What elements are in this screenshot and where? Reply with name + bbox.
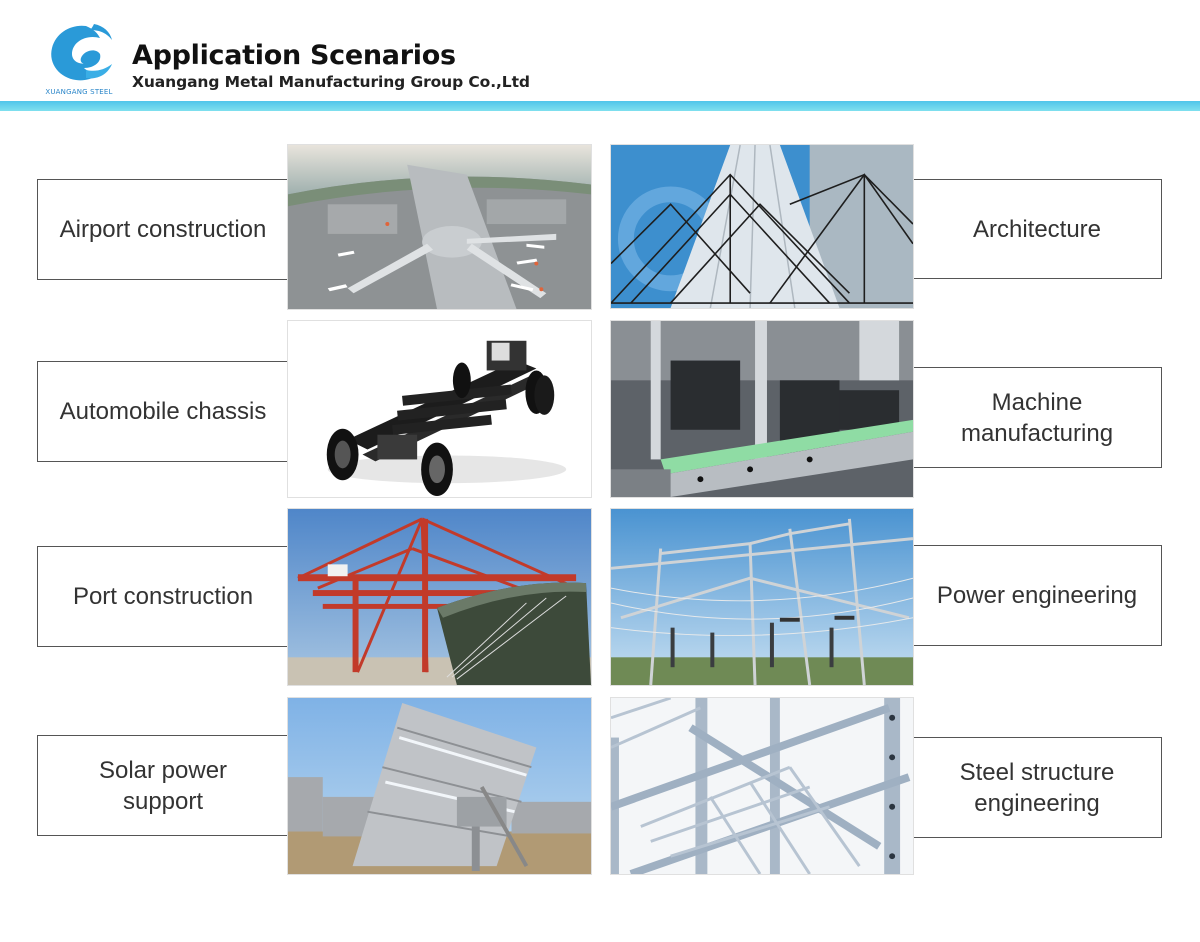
steel-beam-frame-photo <box>610 697 914 875</box>
label-text: Airport construction <box>59 216 267 243</box>
electrical-substation-photo <box>610 508 914 686</box>
label-text: Power engineering <box>936 582 1138 609</box>
airport-aerial-photo <box>287 144 592 310</box>
label-text: Architecture <box>972 215 1102 243</box>
header-divider-bar <box>0 101 1200 111</box>
label-text-line1: Machine <box>991 388 1083 416</box>
truck-chassis-photo <box>287 320 592 498</box>
label-power-engineering: Power engineering <box>913 545 1162 646</box>
label-airport-construction: Airport construction <box>37 179 288 280</box>
label-steel-structure-engineering: Steel structure engineering <box>913 737 1162 838</box>
label-text-line1: Solar power <box>98 756 228 784</box>
page-title: Application Scenarios <box>132 40 456 71</box>
label-architecture: Architecture <box>913 179 1162 279</box>
label-automobile-chassis: Automobile chassis <box>37 361 288 462</box>
wave-g-logo-icon <box>51 24 112 81</box>
label-text-line2: support <box>122 787 204 815</box>
label-solar-power-support: Solar power support <box>37 735 288 836</box>
company-name: Xuangang Metal Manufacturing Group Co.,L… <box>132 73 530 91</box>
solar-panel-tracker-photo <box>287 697 592 875</box>
factory-machine-photo <box>610 320 914 498</box>
label-text-line2: engineering <box>974 789 1100 817</box>
label-text-line2: manufacturing <box>960 419 1114 447</box>
logo-text: XUANGANG STEEL <box>45 88 113 96</box>
port-crane-ship-photo <box>287 508 592 686</box>
page-header: XUANGANG STEEL Application Scenarios Xua… <box>0 0 1200 112</box>
skyscraper-steel-frame-photo <box>610 144 914 309</box>
label-machine-manufacturing: Machine manufacturing <box>913 367 1162 468</box>
company-logo: XUANGANG STEEL <box>34 22 124 100</box>
label-port-construction: Port construction <box>37 546 288 647</box>
label-text: Automobile chassis <box>59 398 267 425</box>
label-text-line1: Steel structure <box>959 758 1115 786</box>
label-text: Port construction <box>72 583 254 610</box>
